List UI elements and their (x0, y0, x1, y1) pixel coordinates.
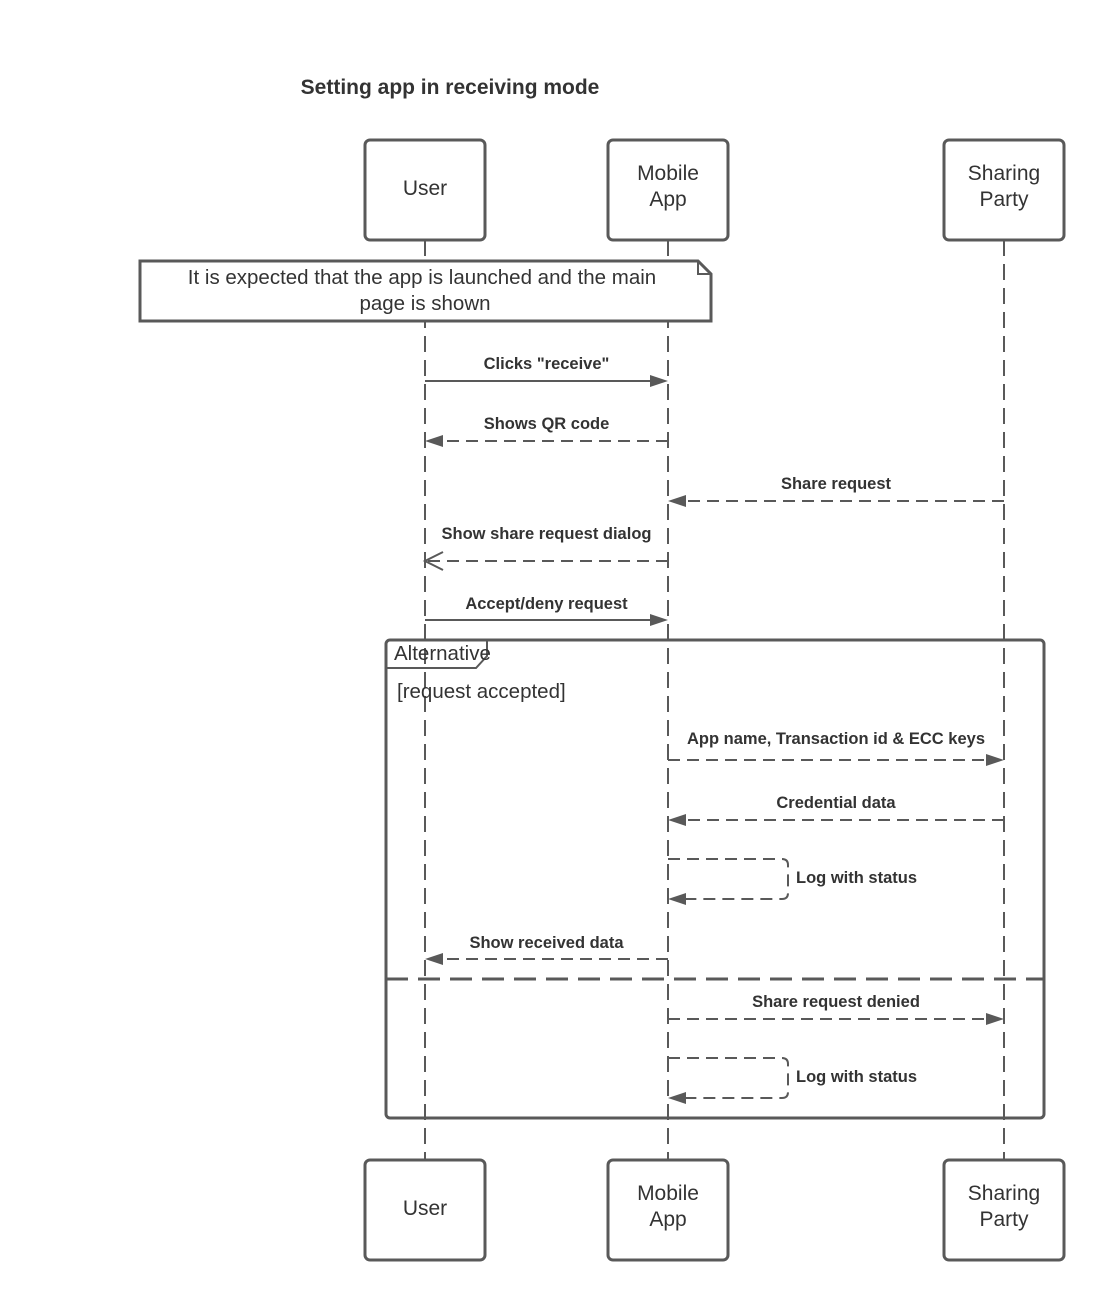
message-2: Shows QR code (425, 415, 668, 447)
message-label: Show share request dialog (442, 525, 652, 543)
message-5: Accept/deny request (425, 595, 668, 626)
self-message-line (668, 858, 789, 900)
arrowhead (668, 1092, 686, 1104)
message-label: Log with status (796, 869, 917, 887)
message-7: Credential data (668, 794, 1004, 826)
fragment-operator: Alternative (394, 642, 491, 665)
message-label: App name, Transaction id & ECC keys (687, 730, 985, 748)
participant-user-bottom: User (363, 1158, 487, 1262)
fragment-guard: [request accepted] (397, 680, 566, 703)
svg-text:User: User (403, 1197, 447, 1220)
message-8: Log with status (668, 858, 917, 905)
arrowhead (986, 1013, 1004, 1025)
participant-user-top: User (363, 138, 487, 242)
message-9: Show received data (425, 934, 668, 965)
message-label: Show received data (469, 934, 624, 952)
self-message-line (668, 1057, 789, 1099)
arrowhead (986, 754, 1004, 766)
message-3: Share request (668, 475, 1004, 507)
message-11: Log with status (668, 1057, 917, 1104)
message-6: App name, Transaction id & ECC keys (668, 730, 1004, 766)
arrowhead (650, 375, 668, 387)
message-label: Share request (781, 475, 892, 493)
arrowhead (668, 814, 686, 826)
message-10: Share request denied (668, 993, 1004, 1025)
arrowhead (650, 614, 668, 626)
diagram-title: Setting app in receiving mode (301, 76, 600, 99)
message-label: Shows QR code (484, 415, 610, 433)
message-4: Show share request dialog (422, 525, 668, 571)
message-label: Log with status (796, 1068, 917, 1086)
note-line-2: page is shown (359, 292, 490, 315)
message-label: Share request denied (752, 993, 920, 1011)
arrowhead (425, 953, 443, 965)
note-line-1: It is expected that the app is launched … (188, 266, 656, 289)
svg-text:User: User (403, 177, 447, 200)
message-1: Clicks "receive" (425, 355, 668, 387)
message-label: Credential data (776, 794, 896, 812)
alternative-fragment: Alternative [request accepted] (384, 638, 1046, 1120)
message-label: Clicks "receive" (484, 355, 610, 373)
arrowhead (668, 893, 686, 905)
precondition-note: It is expected that the app is launched … (138, 259, 713, 323)
arrowhead (425, 435, 443, 447)
message-label: Accept/deny request (465, 595, 628, 613)
arrowhead (668, 495, 686, 507)
arrowhead (422, 551, 444, 571)
